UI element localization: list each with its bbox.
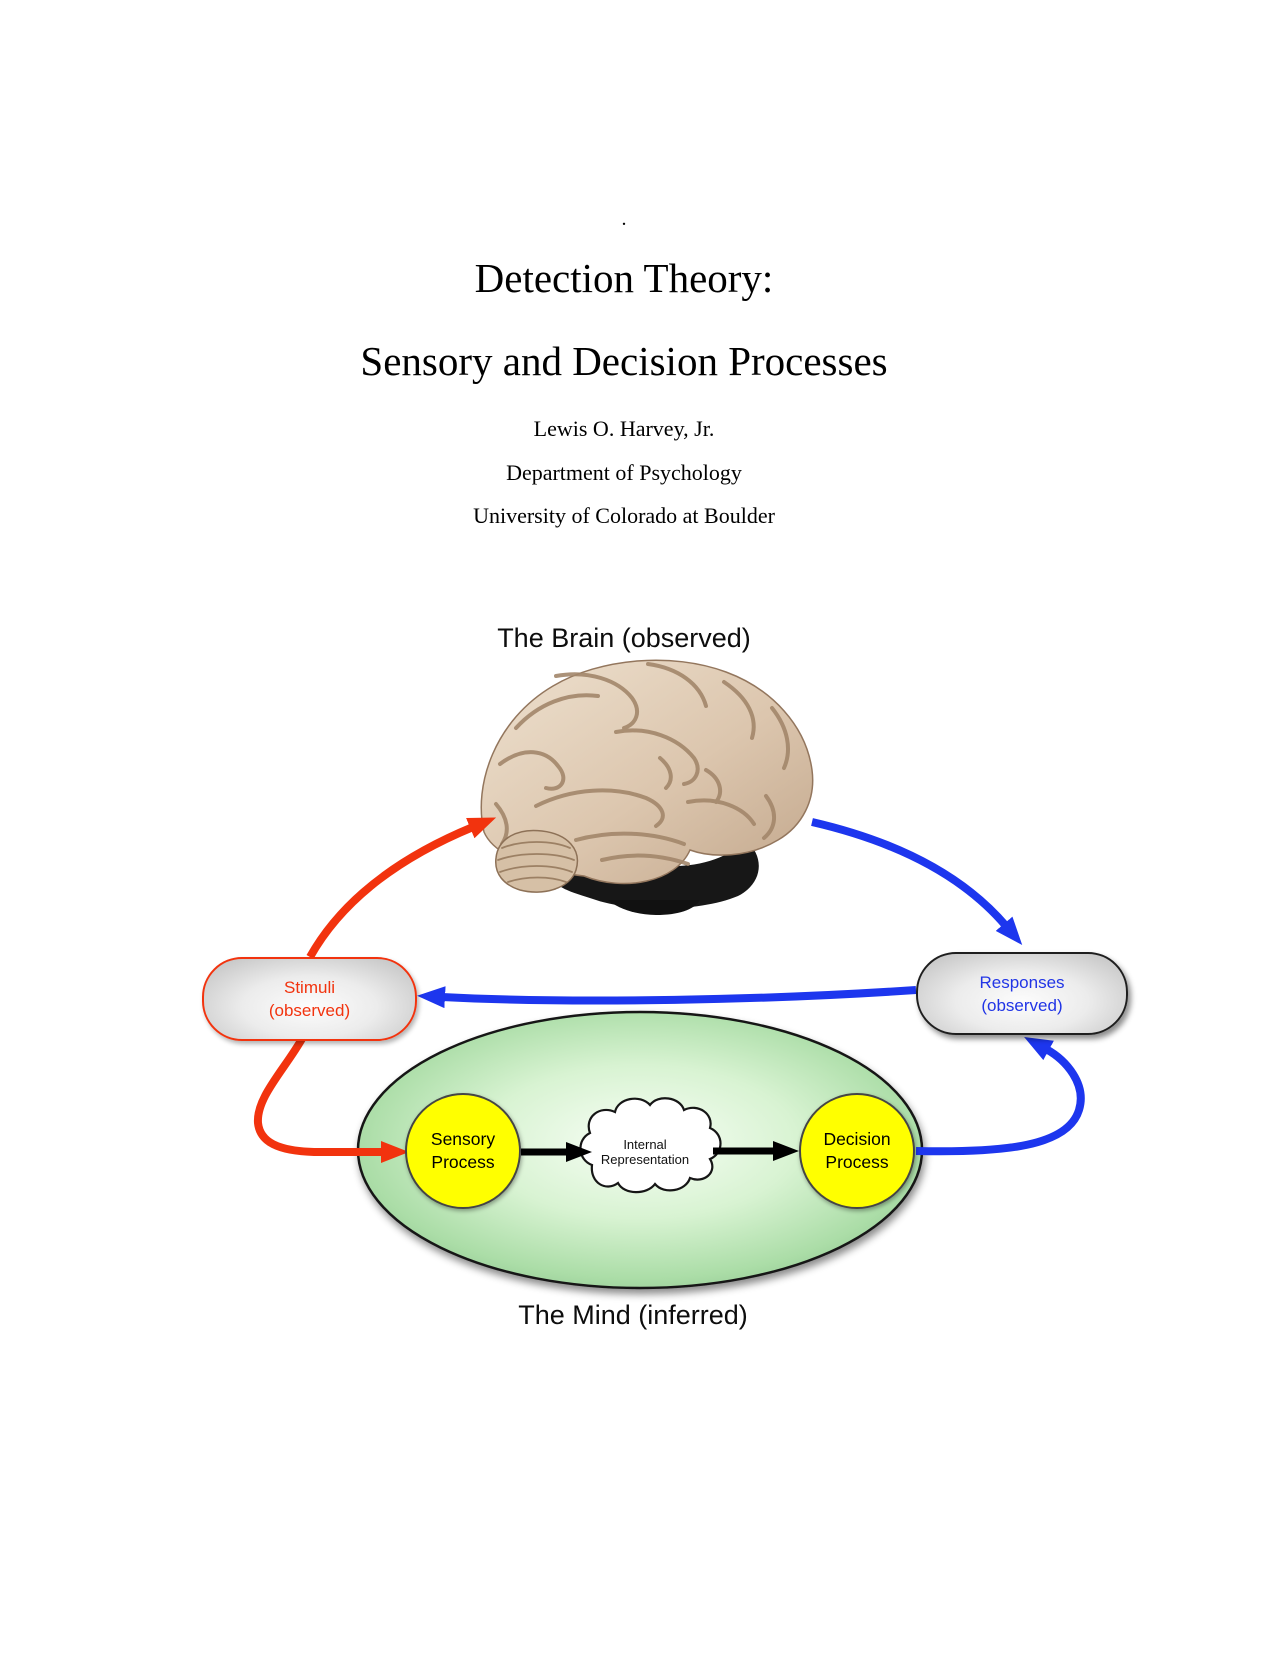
stimuli-box-line1: Stimuli (283, 978, 335, 997)
decision-process-label: Decision Process (792, 1128, 922, 1174)
responses-box: Responses (observed) (916, 952, 1128, 1035)
responses-box-line1: Responses (979, 972, 1065, 992)
decision-process-line2: Process (825, 1152, 889, 1172)
brain-icon (480, 659, 814, 915)
paper-title-line2: Sensory and Decision Processes (360, 338, 888, 384)
stray-period: . (621, 208, 627, 230)
sensory-process-line2: Process (431, 1152, 495, 1172)
mind-inferred-label: The Mind (inferred) (518, 1300, 748, 1330)
stimuli-to-sensory-arrow (253, 1035, 409, 1163)
decision-to-responses-arrow (915, 1036, 1085, 1156)
brain-observed-label: The Brain (observed) (497, 623, 751, 653)
sensory-process-circle (405, 1093, 521, 1209)
internal-representation-label: Internal Representation (570, 1137, 720, 1167)
stimuli-box: Stimuli (observed) (202, 957, 417, 1041)
affiliation-university: University of Colorado at Boulder (473, 503, 775, 528)
sensory-process-label: Sensory Process (398, 1128, 528, 1174)
detection-theory-diagram (253, 659, 1085, 1290)
internal-representation-cloud (579, 1097, 722, 1194)
paper-title-line1: Detection Theory: (474, 255, 774, 301)
decision-process-circle (799, 1093, 915, 1209)
brain-to-responses-arrow (811, 818, 1023, 946)
responses-to-stimuli-arrow (417, 986, 917, 1009)
author-name: Lewis O. Harvey, Jr. (533, 416, 715, 441)
responses-box-line2: (observed) (981, 995, 1063, 1015)
stimuli-box-line2: (observed) (268, 1001, 351, 1020)
decision-process-line1: Decision (823, 1129, 891, 1149)
internal-representation-line2: Representation (600, 1152, 690, 1167)
stimuli-to-brain-arrow (306, 817, 497, 959)
sensory-process-line1: Sensory (430, 1129, 496, 1149)
affiliation-department: Department of Psychology (506, 460, 742, 485)
internal-representation-line1: Internal (623, 1137, 667, 1152)
